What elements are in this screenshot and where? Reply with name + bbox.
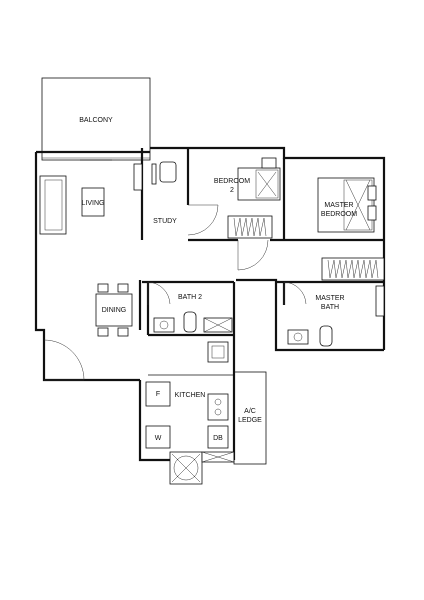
dining-label: DINING: [102, 307, 127, 314]
db-label: DB: [213, 435, 223, 442]
kitchen-label: KITCHEN: [175, 392, 206, 399]
dining-table: [95, 283, 133, 337]
master-bedroom-label-line2: BEDROOM: [321, 211, 357, 218]
living-furniture: [39, 163, 143, 235]
washer-label: W: [155, 435, 162, 442]
service-yard: [169, 451, 235, 485]
room-labels: BALCONY LIVING STUDY BEDROOM 2 MASTER BE…: [79, 117, 357, 424]
master-bath-fixtures: [287, 285, 385, 347]
study-label: STUDY: [153, 218, 177, 225]
door-swings: [43, 204, 307, 381]
bath2-label: BATH 2: [178, 294, 202, 301]
ac-ledge-area: [233, 371, 267, 465]
living-label: LIVING: [82, 200, 105, 207]
ac-ledge-label-line1: A/C: [244, 408, 256, 415]
bedroom2-label-line1: BEDROOM: [214, 178, 250, 185]
study-furniture: [151, 161, 177, 185]
master-wardrobe: [321, 257, 385, 281]
balcony-area: [41, 77, 151, 161]
fridge-label: F: [156, 391, 160, 398]
kitchen-fixtures: [145, 341, 229, 449]
master-bed: [317, 177, 377, 233]
bath2-fixtures: [153, 311, 233, 333]
master-bath-label-line2: BATH: [321, 304, 339, 311]
bedroom2-label-line2: 2: [230, 187, 234, 194]
bedroom2-wardrobe: [227, 215, 273, 239]
bedroom2-bed: [237, 157, 281, 201]
fixture-labels: F W DB: [155, 391, 223, 442]
ac-ledge-label-line2: LEDGE: [238, 417, 262, 424]
master-bath-label-line1: MASTER: [315, 295, 344, 302]
master-bedroom-label-line1: MASTER: [324, 202, 353, 209]
balcony-label: BALCONY: [79, 117, 113, 124]
